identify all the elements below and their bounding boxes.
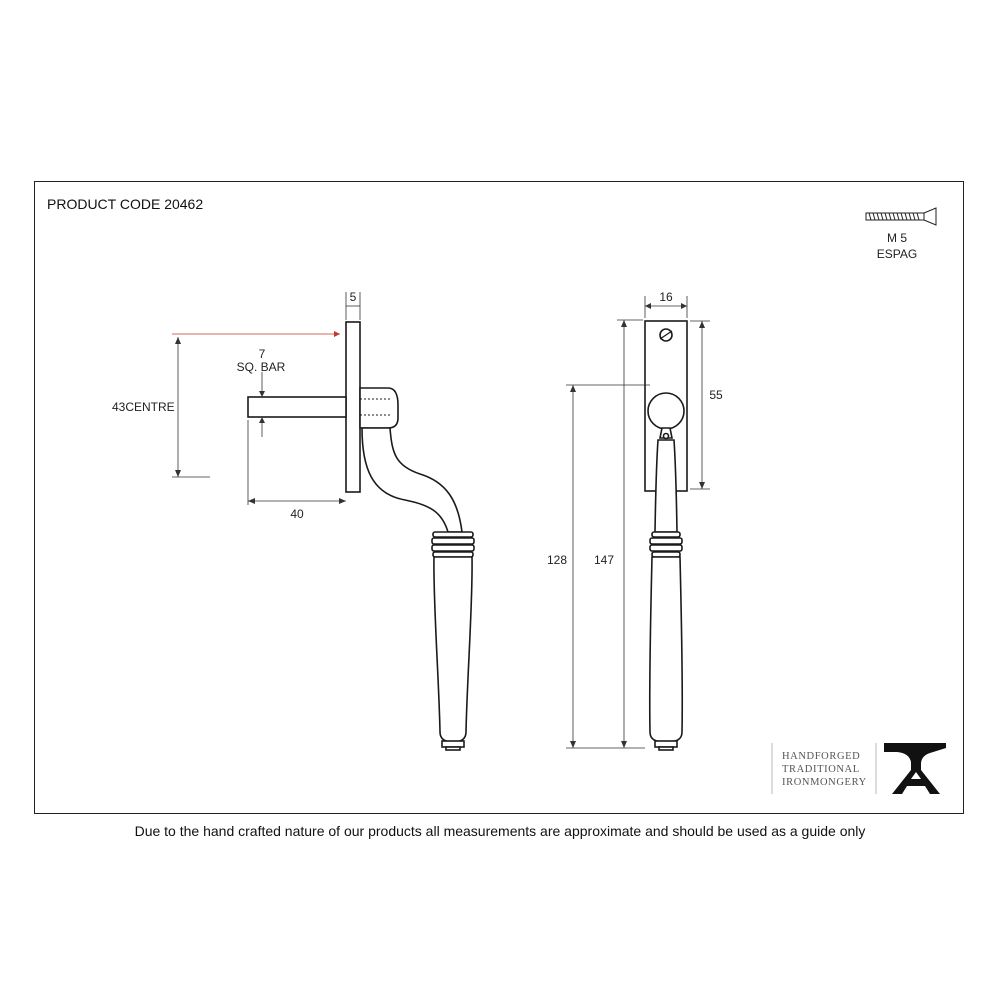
drawing-frame: [34, 181, 964, 814]
disclaimer-text: Due to the hand crafted nature of our pr…: [134, 823, 866, 839]
front-view: [644, 320, 688, 751]
bar-length-label: 40: [290, 507, 304, 521]
bar-type-label: SQ. BAR: [237, 360, 286, 374]
side-boss: [359, 387, 399, 429]
screw-size-label: M 5: [887, 231, 907, 245]
plate-thickness-label: 5: [350, 290, 357, 304]
plate-to-knob-label: 55: [709, 388, 723, 402]
handle-height-label: 128: [547, 553, 567, 567]
total-height-label: 147: [594, 553, 614, 567]
side-neck: [361, 427, 463, 533]
brand-line-2: TRADITIONAL: [782, 764, 860, 775]
square-bar: [247, 396, 347, 418]
brand-line-1: HANDFORGED: [782, 751, 860, 762]
side-view: [247, 321, 475, 751]
centre-label: 43CENTRE: [112, 400, 175, 414]
side-backplate: [345, 321, 361, 493]
front-handle: [648, 556, 684, 743]
product-code: PRODUCT CODE 20462: [47, 196, 203, 212]
plate-width-label: 16: [659, 290, 673, 304]
bar-size-label: 7: [259, 347, 266, 361]
anvil-icon: [884, 743, 946, 794]
screw-icon: [865, 207, 937, 226]
side-handle: [433, 556, 473, 743]
front-neck: [654, 439, 678, 533]
screw-type-label: ESPAG: [877, 247, 917, 261]
front-knob: [647, 392, 685, 430]
brand-line-3: IRONMONGERY: [782, 777, 867, 788]
